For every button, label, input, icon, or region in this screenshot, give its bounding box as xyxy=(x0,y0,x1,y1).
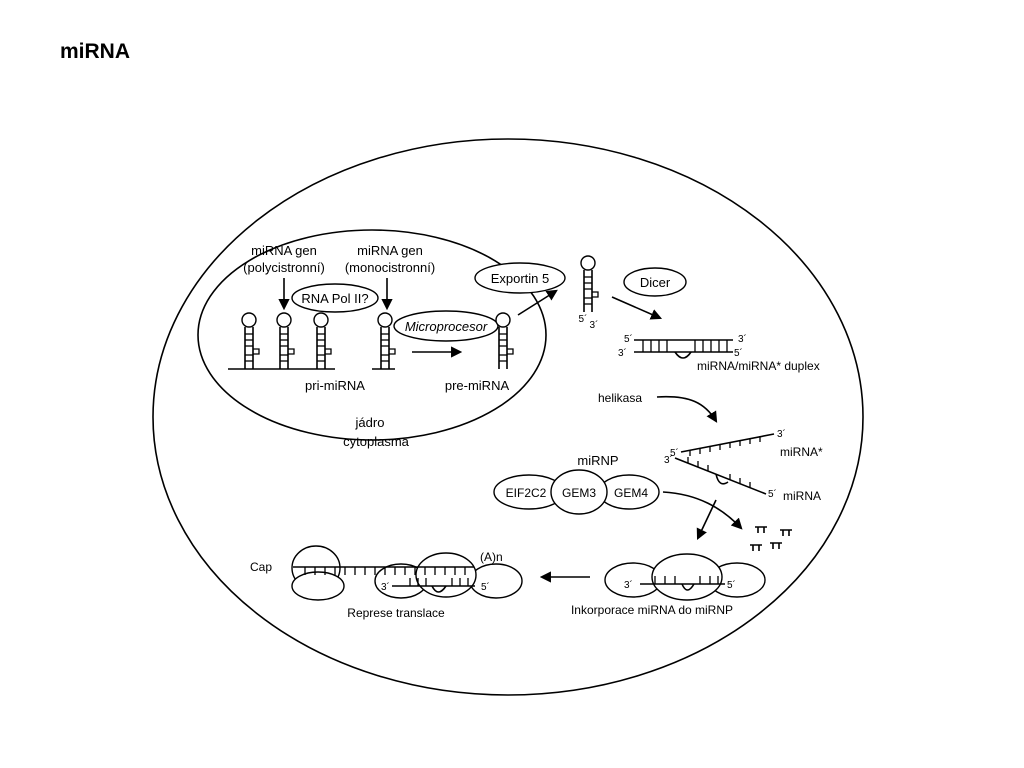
mirna-label: miRNA xyxy=(783,489,821,503)
mirnp-5-end: 5´ xyxy=(727,579,736,591)
gene-poly-label: miRNA gen xyxy=(251,243,317,258)
exported-5-end: 5´ xyxy=(579,313,588,325)
arrow-helicase xyxy=(656,395,718,423)
rna-pol-label: RNA Pol II? xyxy=(301,291,368,306)
gem3-label: GEM3 xyxy=(562,486,596,500)
exported-3-end: 3´ xyxy=(590,319,599,331)
pre-mirna-label: pre-miRNA xyxy=(445,378,510,393)
gene-mono-label: miRNA gen xyxy=(357,243,423,258)
arrow-to-degraded xyxy=(662,491,743,530)
gem3-oval xyxy=(550,469,608,515)
incorporation-label: Inkorporace miRNA do miRNP xyxy=(571,603,733,617)
mirna-duplex xyxy=(634,339,733,359)
polya-label: (A)n xyxy=(480,550,503,564)
ribosome-bottom-left xyxy=(291,571,345,601)
mirnp-3-end: 3´ xyxy=(624,579,633,591)
gem4-label: GEM4 xyxy=(614,486,648,500)
mirna-star-label: miRNA* xyxy=(780,445,823,459)
pri-mirna-label: pri-miRNA xyxy=(305,378,365,393)
gene-mono-sublabel: (monocistronní) xyxy=(345,260,435,275)
microprocesor-label: Microprocesor xyxy=(405,319,488,334)
duplex-5-bottom: 5´ xyxy=(734,347,743,359)
pri-mirna-hairpin xyxy=(276,312,295,370)
bound-mirna-bulge xyxy=(431,585,447,593)
arrow-to-incorporation xyxy=(696,499,717,541)
cytoplasm-label: cytoplasma xyxy=(343,434,410,449)
nucleus-label: jádro xyxy=(355,415,385,430)
incorporated-mirna xyxy=(640,576,725,591)
duplex-label: miRNA/miRNA* duplex xyxy=(697,359,820,373)
helicase-label: helikasa xyxy=(598,391,642,405)
dicer-label: Dicer xyxy=(640,275,671,290)
separated-strands xyxy=(674,433,775,495)
strand-5-mirna: 5´ xyxy=(768,488,777,500)
mirnp-right-complex xyxy=(469,563,523,599)
repression-label: Represe translace xyxy=(347,606,445,620)
eif2c2-label: EIF2C2 xyxy=(506,486,547,500)
strand-3-mirna: 3´ xyxy=(664,454,673,466)
duplex-3-top: 3´ xyxy=(738,333,747,345)
gene-poly-sublabel: (polycistronní) xyxy=(243,260,325,275)
exportin-oval xyxy=(474,262,566,294)
repression-5-end: 5´ xyxy=(481,581,490,593)
bound-mirna-bases xyxy=(409,578,469,586)
page-title: miRNA xyxy=(60,40,131,63)
nucleus-membrane xyxy=(197,229,547,441)
rna-pol-oval xyxy=(291,283,379,313)
dicer-oval xyxy=(623,267,687,297)
degraded-mirna-star-fragments xyxy=(750,526,792,551)
cell-membrane xyxy=(152,138,864,696)
microprocesor-oval xyxy=(393,310,499,342)
pri-mirna-hairpin xyxy=(241,312,260,370)
strand-5-star: 5´ xyxy=(670,447,679,459)
cap-label: Cap xyxy=(250,560,272,574)
exportin-label: Exportin 5 xyxy=(491,271,550,286)
arrow-export xyxy=(517,289,558,316)
mrna-bases xyxy=(304,567,466,575)
mirnp-label: miRNP xyxy=(577,453,618,468)
pre-mirna-hairpin xyxy=(495,312,514,370)
duplex-5-top: 5´ xyxy=(624,333,633,345)
duplex-3-bottom: 3´ xyxy=(618,347,627,359)
strand-3-star: 3´ xyxy=(777,428,786,440)
pri-mirna-hairpin xyxy=(313,312,332,370)
exported-pre-mirna-hairpin xyxy=(580,255,599,313)
repression-3-end: 3´ xyxy=(381,581,390,593)
mono-pri-mirna-hairpin xyxy=(377,312,396,370)
arrow-dicing xyxy=(611,296,663,320)
mirnp-center-oval xyxy=(651,553,723,601)
